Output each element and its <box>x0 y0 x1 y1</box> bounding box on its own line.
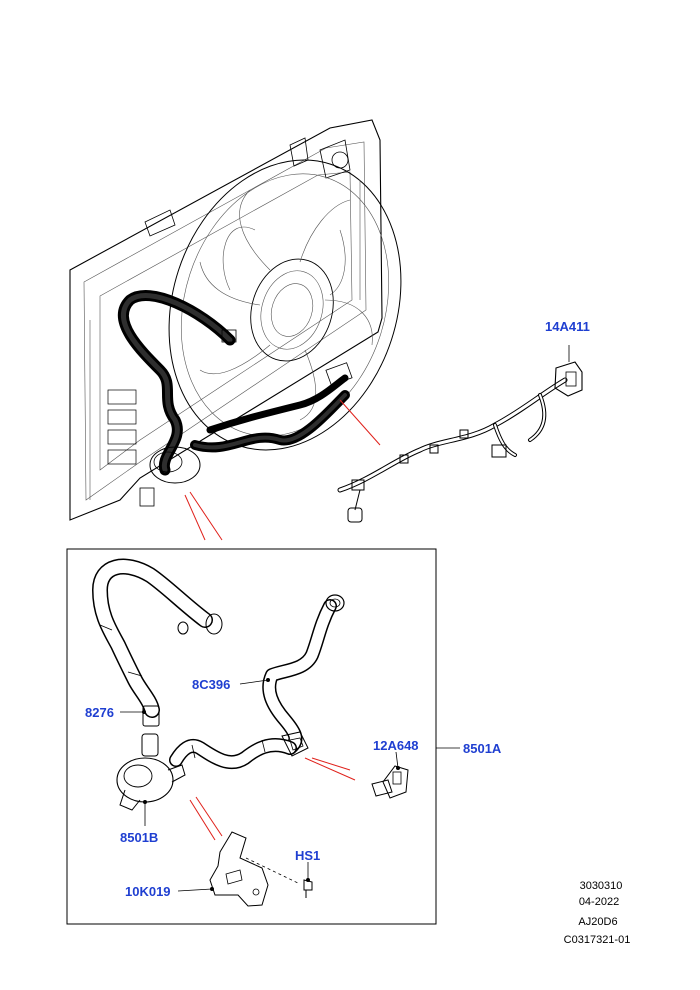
leader-sensor-right <box>311 757 351 771</box>
callout-8276: 8276 <box>85 705 114 720</box>
callout-12A648: 12A648 <box>373 738 419 753</box>
meta-code: C0317321-01 <box>564 934 631 946</box>
callout-8C396: 8C396 <box>192 677 230 692</box>
wiring-harness <box>337 345 583 523</box>
leader-bracket-left <box>189 799 216 841</box>
leader-bracket-right <box>195 796 223 837</box>
radiator-fan-assembly <box>69 119 402 521</box>
leader-pump-right <box>189 491 223 541</box>
kit-components <box>92 558 409 907</box>
leader-harness <box>339 399 381 446</box>
leader-pump-left <box>184 494 206 541</box>
callout-8501B: 8501B <box>120 830 158 845</box>
meta-date: 04-2022 <box>579 896 619 908</box>
meta-model: AJ20D6 <box>578 916 617 928</box>
kit-box <box>66 548 437 925</box>
callout-14A411: 14A411 <box>545 319 590 334</box>
callout-leaders <box>120 678 460 892</box>
callout-10K019: 10K019 <box>125 884 171 899</box>
leader-sensor-left <box>304 757 356 781</box>
callout-HS1: HS1 <box>295 848 320 863</box>
meta-ref: 3030310 <box>580 880 623 892</box>
callout-8501A: 8501A <box>463 741 502 756</box>
